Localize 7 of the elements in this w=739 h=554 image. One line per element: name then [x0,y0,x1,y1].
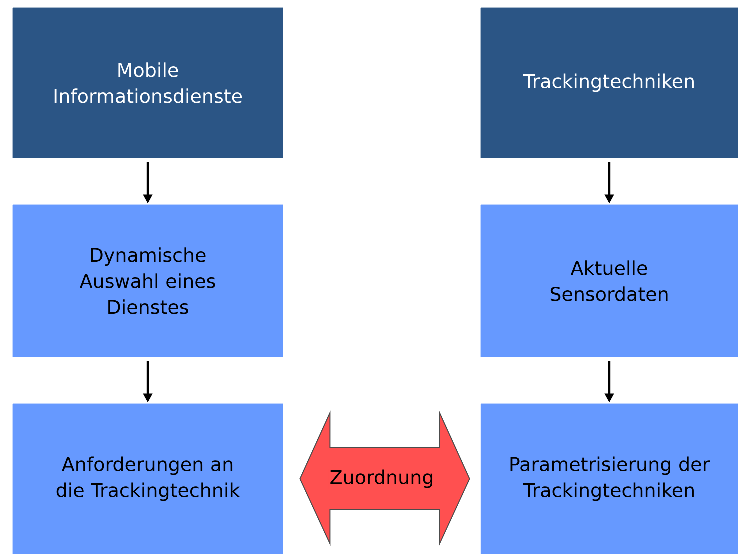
title-box: Mobile Informationsdienste [12,8,284,158]
process-box: Anforderungen an die Trackingtechnik [12,404,284,554]
process-box: Dynamische Auswahl eines Dienstes [12,204,284,358]
process-box: Aktuelle Sensordaten [480,204,738,358]
title-box: Trackingtechniken [480,8,738,158]
process-box: Parametrisierung der Trackingtechniken [480,404,738,554]
edge-label: Zuordnung [328,468,436,490]
